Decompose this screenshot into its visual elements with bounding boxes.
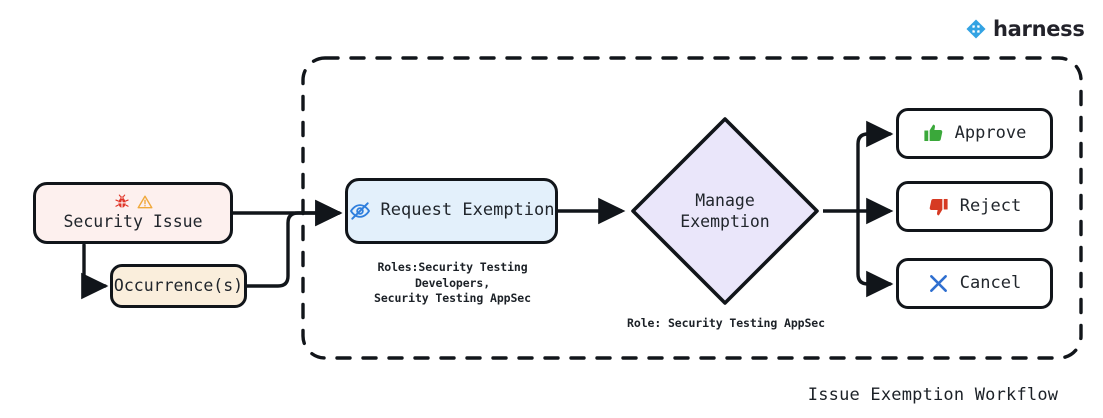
- node-request-exemption[interactable]: Request Exemption: [345, 178, 558, 244]
- manage-exemption-line2: Exemption: [680, 212, 770, 231]
- node-security-issue[interactable]: Security Issue: [33, 182, 233, 244]
- approve-label: Approve: [954, 122, 1027, 143]
- caption-request-line2: Security Testing AppSec: [374, 291, 531, 306]
- caption-manage-exemption-role: Role: Security Testing AppSec: [627, 316, 825, 330]
- warning-triangle-icon: [137, 195, 152, 209]
- eye-off-icon: [349, 202, 370, 220]
- node-cancel[interactable]: Cancel: [896, 258, 1053, 309]
- security-issue-icons: [114, 194, 153, 211]
- caption-request-line1: Roles:Security Testing Developers,: [377, 260, 528, 290]
- edge-manage-to-cancel: [856, 209, 894, 298]
- caption-request-exemption-roles: Roles:Security Testing Developers, Secur…: [345, 260, 560, 307]
- cancel-label: Cancel: [959, 272, 1022, 293]
- manage-exemption-label: Manage Exemption: [627, 113, 823, 309]
- edge-occurrences-to-request: [245, 199, 343, 288]
- manage-exemption-line1: Manage: [695, 190, 755, 210]
- harness-diamond-logo-icon: [966, 19, 986, 39]
- node-reject[interactable]: Reject: [896, 181, 1053, 232]
- thumbs-down-icon: [929, 198, 948, 216]
- node-approve[interactable]: Approve: [896, 108, 1053, 159]
- node-manage-exemption[interactable]: Manage Exemption: [627, 113, 823, 309]
- edge-manage-to-approve: [856, 120, 894, 213]
- bug-icon: [114, 194, 129, 208]
- request-exemption-label: Request Exemption: [380, 200, 555, 221]
- node-occurrences[interactable]: Occurrence(s): [110, 264, 247, 308]
- brand-name: harness: [993, 16, 1085, 41]
- edge-security-issue-to-occurrences: [81, 243, 109, 300]
- harness-brand: harness: [965, 18, 1085, 40]
- occurrences-label: Occurrence(s): [113, 275, 244, 295]
- thumbs-up-icon: [924, 124, 942, 142]
- reject-label: Reject: [959, 195, 1022, 216]
- diagram-title: Issue Exemption Workflow: [807, 385, 1059, 405]
- diamond-shape: [631, 117, 819, 305]
- security-issue-label: Security Issue: [63, 211, 203, 231]
- x-mark-icon: [929, 275, 947, 292]
- workflow-boundary: [301, 56, 1083, 360]
